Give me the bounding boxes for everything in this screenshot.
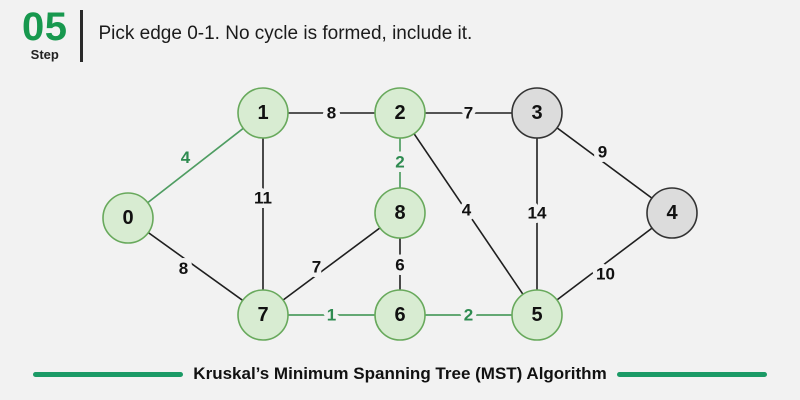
node-label-8: 8: [394, 202, 405, 224]
node-8: [374, 187, 426, 239]
edge-weight-6-8: 6: [395, 256, 404, 275]
node-1: [237, 87, 289, 139]
edge-weight-6-7: 1: [327, 306, 336, 325]
edge-weight-0-7: 8: [179, 259, 188, 278]
edge-0-1: [127, 112, 264, 219]
node-0: [102, 192, 154, 244]
node-label-1: 1: [257, 102, 268, 124]
edge-0-7: [127, 217, 264, 316]
footer-rule-right: [616, 371, 767, 377]
step-description: Pick edge 0-1. No cycle is formed, inclu…: [98, 23, 473, 44]
node-label-4: 4: [666, 202, 678, 224]
footer-title: Kruskal’s Minimum Spanning Tree (MST) Al…: [193, 364, 607, 383]
step-header: 05 Step Pick edge 0-1. No cycle is forme…: [22, 5, 473, 62]
edge-4-5: [536, 212, 673, 316]
edge-weight-2-8: 2: [395, 153, 404, 172]
node-label-2: 2: [394, 102, 405, 124]
edge-weight-7-8: 7: [312, 258, 321, 277]
edge-weight-3-5: 14: [528, 204, 547, 223]
edge-weight-3-4: 9: [598, 143, 607, 162]
node-4: [646, 187, 698, 239]
edge-7-8: [262, 212, 401, 316]
node-label-3: 3: [531, 102, 542, 124]
node-7: [237, 289, 289, 341]
node-label-6: 6: [394, 304, 405, 326]
header-divider: [79, 10, 83, 62]
node-6: [374, 289, 426, 341]
edge-weight-5-6: 2: [464, 306, 473, 325]
node-label-0: 0: [122, 207, 133, 229]
step-number: 05: [22, 5, 68, 49]
node-2: [374, 87, 426, 139]
footer: Kruskal’s Minimum Spanning Tree (MST) Al…: [0, 364, 800, 384]
edge-weight-2-3: 7: [464, 104, 473, 123]
edge-weight-2-5: 4: [462, 201, 472, 220]
footer-rule-left: [33, 371, 184, 377]
step-badge: 05 Step: [22, 5, 68, 62]
edge-3-4: [536, 112, 673, 214]
node-label-7: 7: [257, 304, 268, 326]
node-5: [511, 289, 563, 341]
node-label-5: 5: [531, 304, 542, 326]
edge-weight-1-2: 8: [327, 104, 336, 123]
edge-2-5: [399, 112, 538, 316]
edge-weight-1-7: 11: [254, 189, 272, 208]
step-label: Step: [30, 47, 59, 62]
node-3: [511, 87, 563, 139]
edge-weight-0-1: 4: [181, 148, 191, 167]
edge-weight-4-5: 10: [596, 265, 615, 284]
